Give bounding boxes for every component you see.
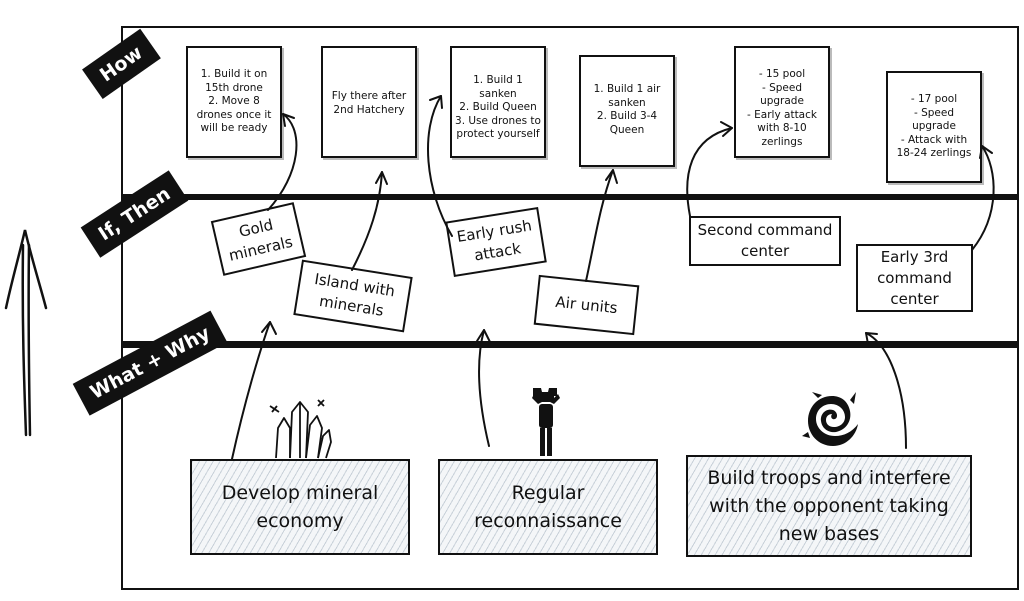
goal-mineral-economy-text: Develop mineral economy <box>221 482 379 532</box>
arrow-interfere-to-thirdcc <box>865 332 907 449</box>
how-card-third-cc: - 17 pool - Speed upgrade - Attack with … <box>886 71 982 183</box>
how-card-rush: 1. Build 1 sanken 2. Build Queen 3. Use … <box>450 46 546 158</box>
arrow-recon-to-rush <box>478 329 490 447</box>
arrow-economy-to-gold <box>231 321 271 460</box>
goal-interfere: Build troops and interfere with the oppo… <box>686 455 972 557</box>
crystals-icon <box>269 399 332 459</box>
condition-third-cc: Early 3rd command center <box>856 244 973 312</box>
how-card-air: 1. Build 1 air sanken 2. Build 3-4 Queen <box>579 55 675 167</box>
goal-reconnaissance: Regular reconnaissance <box>438 459 658 555</box>
arrow-air-to-card <box>585 169 614 282</box>
how-card-gold: 1. Build it on 15th drone 2. Move 8 dron… <box>186 46 282 158</box>
arrow-secondcc-to-card <box>686 127 733 217</box>
zerg-swarm-icon <box>802 392 858 446</box>
arrow-thirdcc-to-card <box>971 145 995 251</box>
how-card-island: Fly there after 2nd Hatchery <box>321 46 417 158</box>
arrow-rush-to-card <box>427 95 453 237</box>
how-panel <box>121 26 1019 200</box>
binoculars-person-icon <box>532 388 560 456</box>
arrow-island-to-card <box>351 171 383 271</box>
goal-interfere-text: Build troops and interfere with the oppo… <box>707 467 951 545</box>
what-why-panel <box>121 346 1019 590</box>
up-arrow-icon <box>4 229 48 437</box>
arrow-gold-to-card <box>267 113 298 211</box>
divider-what <box>121 342 1019 346</box>
divider-how <box>121 194 1019 198</box>
how-card-second-cc: - 15 pool - Speed upgrade - Early attack… <box>734 46 830 158</box>
goal-reconnaissance-text: Regular reconnaissance <box>474 482 622 532</box>
goal-mineral-economy: Develop mineral economy <box>190 459 410 555</box>
condition-second-cc: Second command center <box>689 216 841 266</box>
